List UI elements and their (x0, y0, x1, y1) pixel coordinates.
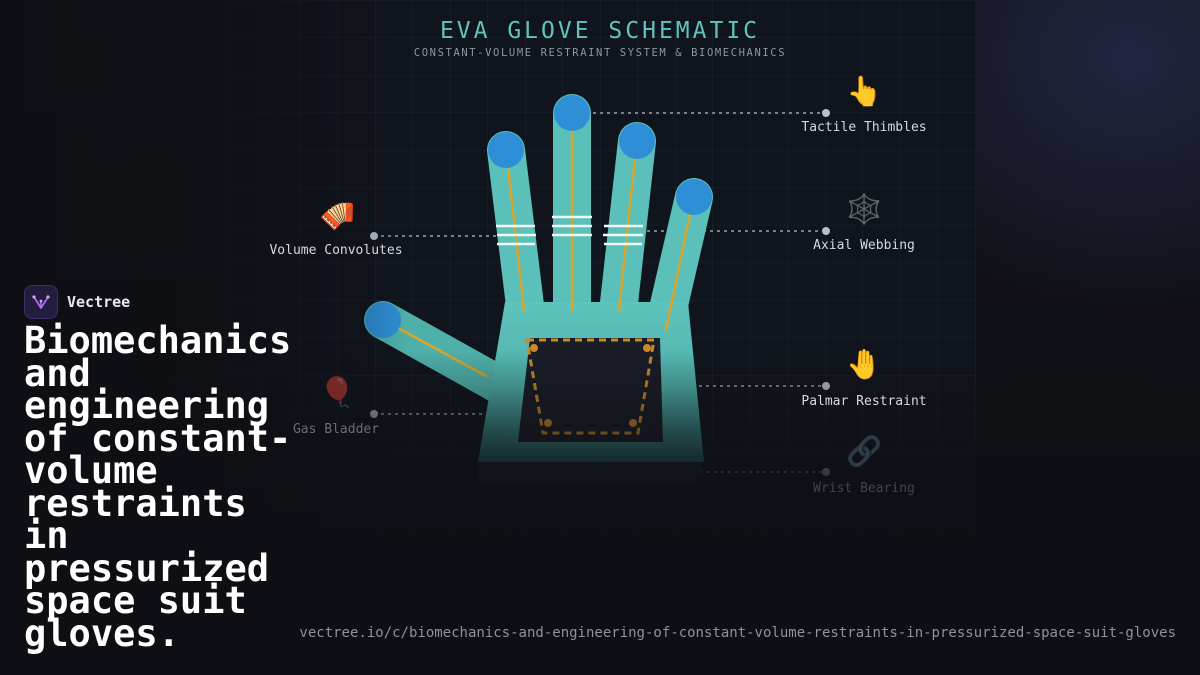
raised-hand-icon: 🤚 (845, 347, 883, 381)
vectree-logo-icon (24, 285, 58, 319)
pinky-tip (676, 179, 712, 215)
callout-label-wrist: Wrist Bearing (813, 481, 915, 496)
schematic-title: EVA GLOVE SCHEMATIC (439, 18, 761, 44)
callout-label-bladder: Gas Bladder (292, 422, 380, 437)
palmar-restraint (518, 338, 663, 442)
spider-web-icon: 🕸️ (845, 192, 883, 226)
wrist-ring (478, 462, 702, 484)
callout-label-tactile: Tactile Thimbles (801, 120, 927, 135)
callout-label-palmar: Palmar Restraint (801, 394, 927, 409)
brand[interactable]: Vectree (24, 285, 130, 319)
middle-tip (554, 95, 590, 131)
chain-link-icon: 🔗 (845, 434, 883, 468)
page-url[interactable]: vectree.io/c/biomechanics-and-engineerin… (299, 625, 1176, 641)
callout-label-axial: Axial Webbing (813, 238, 915, 253)
pointing-finger-icon: 👆 (845, 74, 883, 108)
index-tip (488, 132, 524, 168)
accordion-icon: 🪗 (318, 198, 356, 232)
schematic-subtitle: CONSTANT-VOLUME RESTRAINT SYSTEM & BIOME… (413, 47, 787, 59)
headline: Biomechanics and engineering of constant… (24, 319, 292, 655)
balloon-icon: 🎈 (318, 375, 356, 409)
callout-label-convolutes: Volume Convolutes (269, 243, 403, 258)
brand-name: Vectree (67, 293, 131, 311)
ring-tip (619, 123, 655, 159)
thumb-tip (365, 302, 401, 338)
